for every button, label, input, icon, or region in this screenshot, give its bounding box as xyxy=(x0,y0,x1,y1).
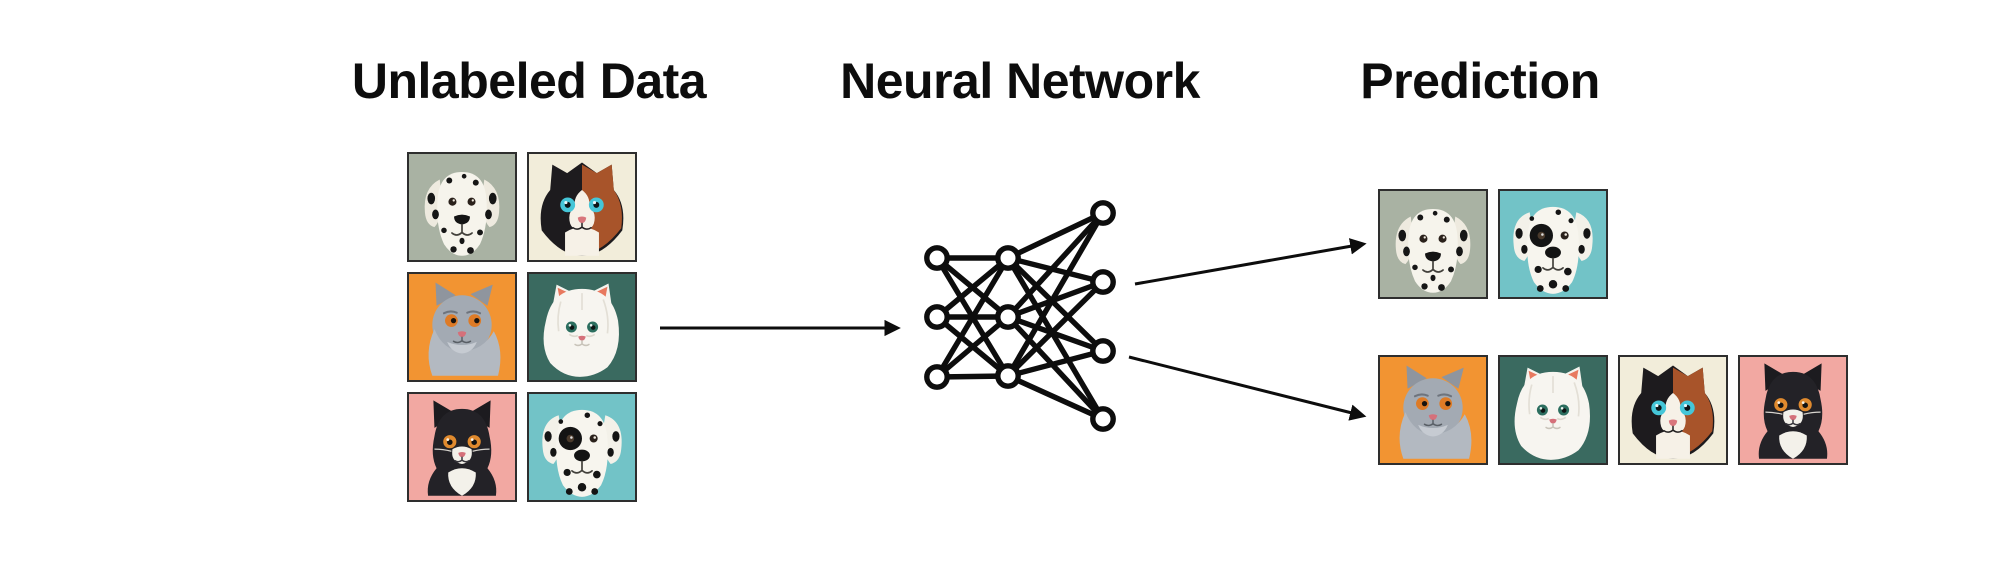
tile-dalmatian-teal xyxy=(1498,189,1608,299)
unlabeled-data-heading: Unlabeled Data xyxy=(351,53,707,109)
tile-tuxedo-cat xyxy=(407,392,517,502)
network-edges xyxy=(934,210,1106,422)
neural-network-graphic xyxy=(924,200,1116,432)
tile-dalmatian-sage xyxy=(407,152,517,262)
tile-persian-cat xyxy=(1498,355,1608,465)
tile-gray-cat xyxy=(1378,355,1488,465)
tile-calico-cat xyxy=(527,152,637,262)
prediction-cat-row xyxy=(1378,355,1848,465)
tile-dalmatian-teal xyxy=(527,392,637,502)
tile-gray-cat xyxy=(407,272,517,382)
arrow-network-to-dogs-icon xyxy=(1134,238,1367,286)
tile-persian-cat xyxy=(527,272,637,382)
unlabeled-data-grid xyxy=(407,152,637,502)
network-nodes xyxy=(924,200,1116,432)
prediction-dog-row xyxy=(1378,189,1608,299)
arrow-network-to-cats-icon xyxy=(1128,355,1367,421)
prediction-heading: Prediction xyxy=(1360,53,1600,109)
tile-calico-cat xyxy=(1618,355,1728,465)
tile-dalmatian-sage xyxy=(1378,189,1488,299)
neural-network-heading: Neural Network xyxy=(840,53,1200,109)
tile-tuxedo-cat xyxy=(1738,355,1848,465)
